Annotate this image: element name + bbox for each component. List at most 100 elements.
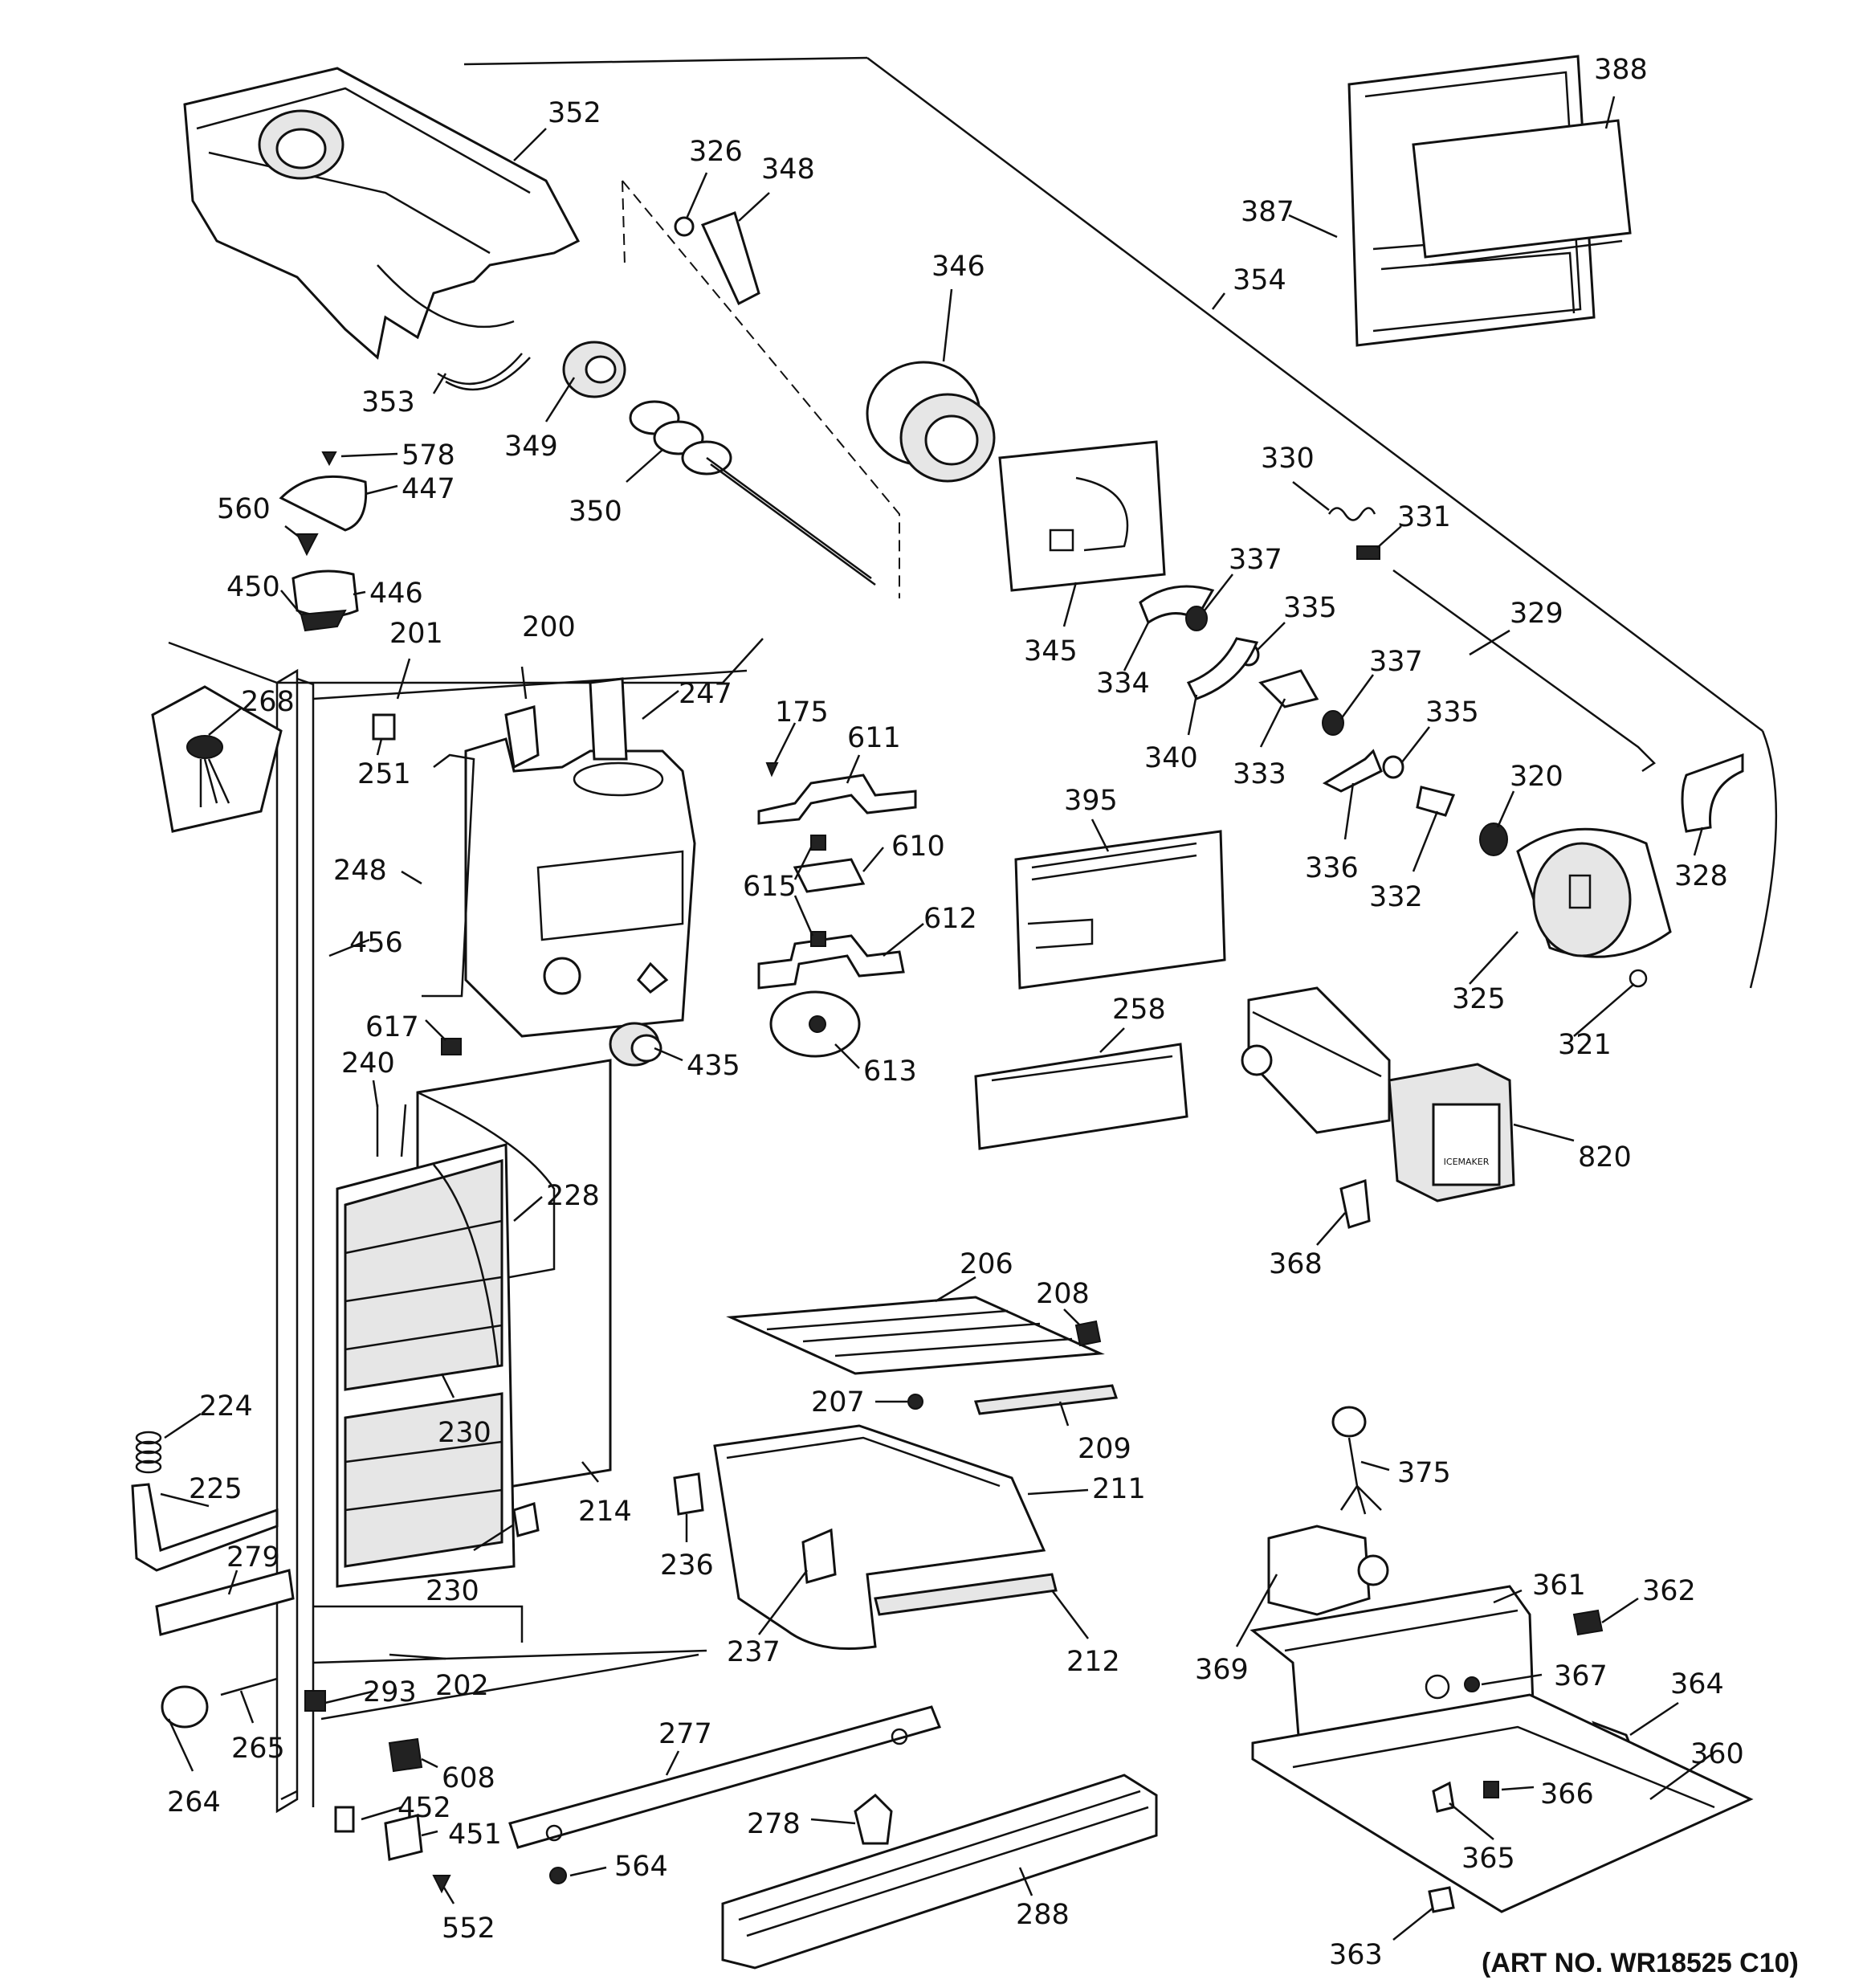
rail-277	[508, 1705, 942, 1849]
part-label: 353	[361, 386, 415, 418]
part-label: 335	[1425, 696, 1479, 729]
part-label: 552	[442, 1912, 495, 1945]
part-label: 564	[614, 1851, 668, 1883]
shelf-trim-209	[973, 1384, 1119, 1415]
spring-224	[135, 1431, 162, 1474]
nut-326	[674, 216, 695, 237]
part-label: 365	[1461, 1843, 1515, 1875]
part-label: 325	[1452, 983, 1506, 1015]
part-label: 206	[960, 1248, 1013, 1280]
part-label: 366	[1540, 1778, 1594, 1810]
thermostat-251	[372, 713, 396, 741]
part-label: 264	[167, 1786, 221, 1819]
grille-288	[721, 1774, 1158, 1970]
evaporator-cover-247	[464, 677, 696, 1038]
part-label: 175	[775, 696, 829, 729]
part-label: 336	[1305, 852, 1359, 884]
ice-bucket-352	[183, 67, 581, 360]
auger-bracket-353	[437, 353, 531, 391]
bracket-208	[1074, 1320, 1102, 1347]
part-label: 200	[522, 611, 576, 643]
ice-maker-820: ICEMAKER	[1241, 986, 1515, 1202]
cabinet-frame-456	[275, 668, 748, 1814]
screw-175	[765, 762, 779, 778]
heater-230	[433, 1164, 499, 1366]
part-label: 387	[1241, 196, 1294, 228]
part-label: 368	[1269, 1248, 1323, 1280]
bracket-331	[1356, 545, 1380, 560]
plate-450	[300, 609, 347, 632]
part-label: 578	[402, 439, 455, 471]
screw-564	[549, 1867, 567, 1884]
part-label: 224	[199, 1390, 253, 1423]
part-label: 362	[1642, 1575, 1696, 1607]
washer-337b	[1322, 710, 1344, 736]
part-label: 334	[1096, 667, 1150, 700]
part-label: 435	[687, 1050, 740, 1082]
part-label: 612	[923, 903, 977, 935]
part-label: 451	[448, 1819, 502, 1851]
part-label: 201	[389, 618, 443, 650]
part-label: 237	[727, 1636, 781, 1668]
bracket-236	[673, 1472, 704, 1516]
part-label: 277	[658, 1718, 712, 1750]
motor-610	[793, 858, 866, 893]
plug-363	[1428, 1886, 1455, 1913]
part-label: 321	[1558, 1029, 1612, 1061]
bracket-611	[757, 774, 917, 825]
auger-350	[629, 400, 876, 586]
part-label: 560	[217, 493, 271, 525]
bearing-320	[1479, 823, 1508, 856]
part-label: 209	[1078, 1433, 1131, 1465]
clip-362	[1572, 1609, 1604, 1636]
screw-578	[321, 451, 337, 467]
fan-blade-613	[769, 990, 861, 1058]
part-label: 340	[1144, 742, 1198, 774]
grommet-615a	[810, 835, 826, 851]
part-label: 225	[189, 1473, 243, 1505]
part-label: 240	[341, 1047, 395, 1080]
pin-265	[220, 1677, 278, 1696]
hinge-451	[384, 1814, 423, 1861]
compressor-relay-369	[1267, 1525, 1389, 1616]
part-label: 346	[932, 251, 985, 283]
drain-hose-225	[131, 1483, 279, 1572]
bin-211	[713, 1424, 1046, 1650]
part-label: 247	[679, 678, 732, 710]
part-label: 337	[1229, 544, 1282, 576]
clip-321	[1629, 969, 1648, 988]
part-label: 447	[402, 473, 455, 505]
lever-333	[1258, 669, 1319, 708]
part-label: 228	[546, 1180, 600, 1212]
bracket-447	[279, 475, 368, 532]
panel-395	[1014, 830, 1226, 990]
part-label: 446	[369, 578, 423, 610]
part-label: 208	[1036, 1278, 1090, 1310]
roller-264	[161, 1685, 209, 1729]
spacer-335b	[1382, 755, 1404, 779]
part-label: 251	[357, 758, 411, 790]
part-label: 268	[241, 686, 295, 718]
part-label: 613	[863, 1055, 917, 1088]
lever-332	[1416, 786, 1456, 817]
part-label: 265	[231, 1733, 285, 1765]
part-labels: 352 326 348 346 388 387 354 353 349 350 …	[167, 54, 1799, 1978]
cover-258	[974, 1043, 1188, 1150]
part-label: 329	[1510, 598, 1563, 630]
dispenser-motor-325	[1516, 827, 1672, 958]
evaporator-coil-228	[336, 1143, 516, 1588]
bracket-368	[1339, 1178, 1371, 1229]
part-label: 293	[363, 1676, 417, 1708]
part-label: 615	[743, 871, 797, 903]
clip-293	[304, 1690, 326, 1712]
bracket-230	[512, 1502, 540, 1537]
bracket-237	[801, 1528, 837, 1584]
clip-348	[700, 211, 760, 306]
cam-336	[1322, 749, 1383, 793]
auger-motor-346	[866, 361, 996, 483]
part-label: 363	[1329, 1939, 1383, 1971]
part-label: 354	[1233, 264, 1286, 296]
part-label: 320	[1510, 761, 1563, 793]
part-label: 456	[349, 927, 403, 959]
